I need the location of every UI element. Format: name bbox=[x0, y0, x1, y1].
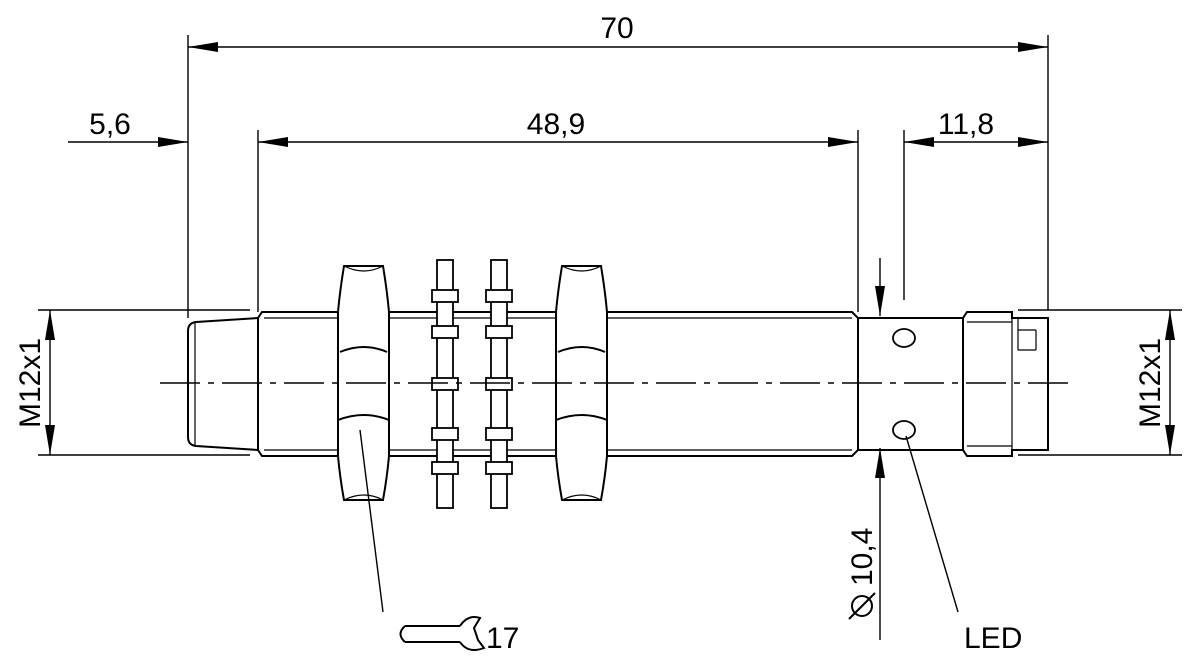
wrench-icon bbox=[399, 616, 486, 651]
dim-diameter: 10,4 bbox=[846, 528, 879, 586]
leader-lines bbox=[359, 429, 959, 613]
wrench-size-label: 17 bbox=[486, 622, 519, 655]
dim-thread-length: 48,9 bbox=[527, 108, 585, 141]
lock-washer-left bbox=[431, 259, 459, 509]
dim-connector-length: 11,8 bbox=[938, 108, 994, 141]
dim-thread-right: M12x1 bbox=[1134, 338, 1167, 428]
extension-lines bbox=[38, 35, 1182, 456]
dimension-lines bbox=[45, 42, 1175, 640]
sensor-body bbox=[187, 311, 1049, 457]
lock-washer-right bbox=[485, 259, 513, 509]
dim-thread-left: M12x1 bbox=[14, 338, 47, 428]
led-indicators bbox=[892, 328, 916, 440]
dim-overall-length: 70 bbox=[600, 12, 633, 45]
diameter-icon bbox=[848, 592, 876, 620]
led-label: LED bbox=[964, 622, 1022, 655]
dim-front-offset: 5,6 bbox=[89, 108, 131, 141]
